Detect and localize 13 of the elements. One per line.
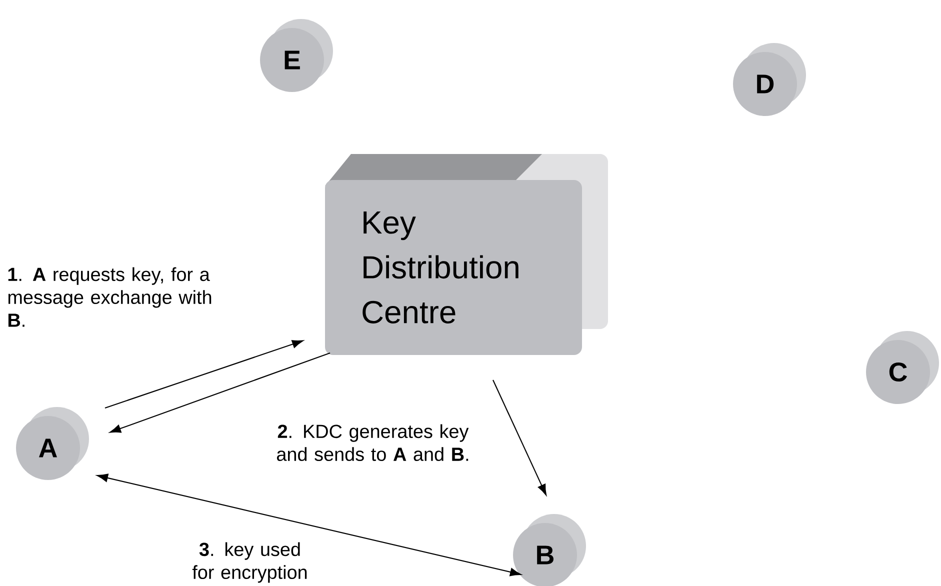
- arrow: [492, 380, 547, 496]
- circle-node: B: [513, 514, 586, 586]
- process-box: Key Distribution Centre: [325, 154, 608, 355]
- circle-node: E: [260, 19, 333, 92]
- edge-label: 3. key used for encryption: [192, 542, 307, 583]
- circle-node: A: [16, 407, 89, 480]
- edge-label: 1. A requests key, for a message exchange with B.: [8, 267, 212, 327]
- circle-node: D: [733, 43, 806, 116]
- edge-label: 2. KDC generates key and sends to A and B.: [277, 424, 469, 462]
- arrow: [110, 352, 330, 433]
- circle-node: C: [866, 331, 939, 404]
- arrow: [104, 340, 304, 409]
- arrow: [96, 474, 522, 576]
